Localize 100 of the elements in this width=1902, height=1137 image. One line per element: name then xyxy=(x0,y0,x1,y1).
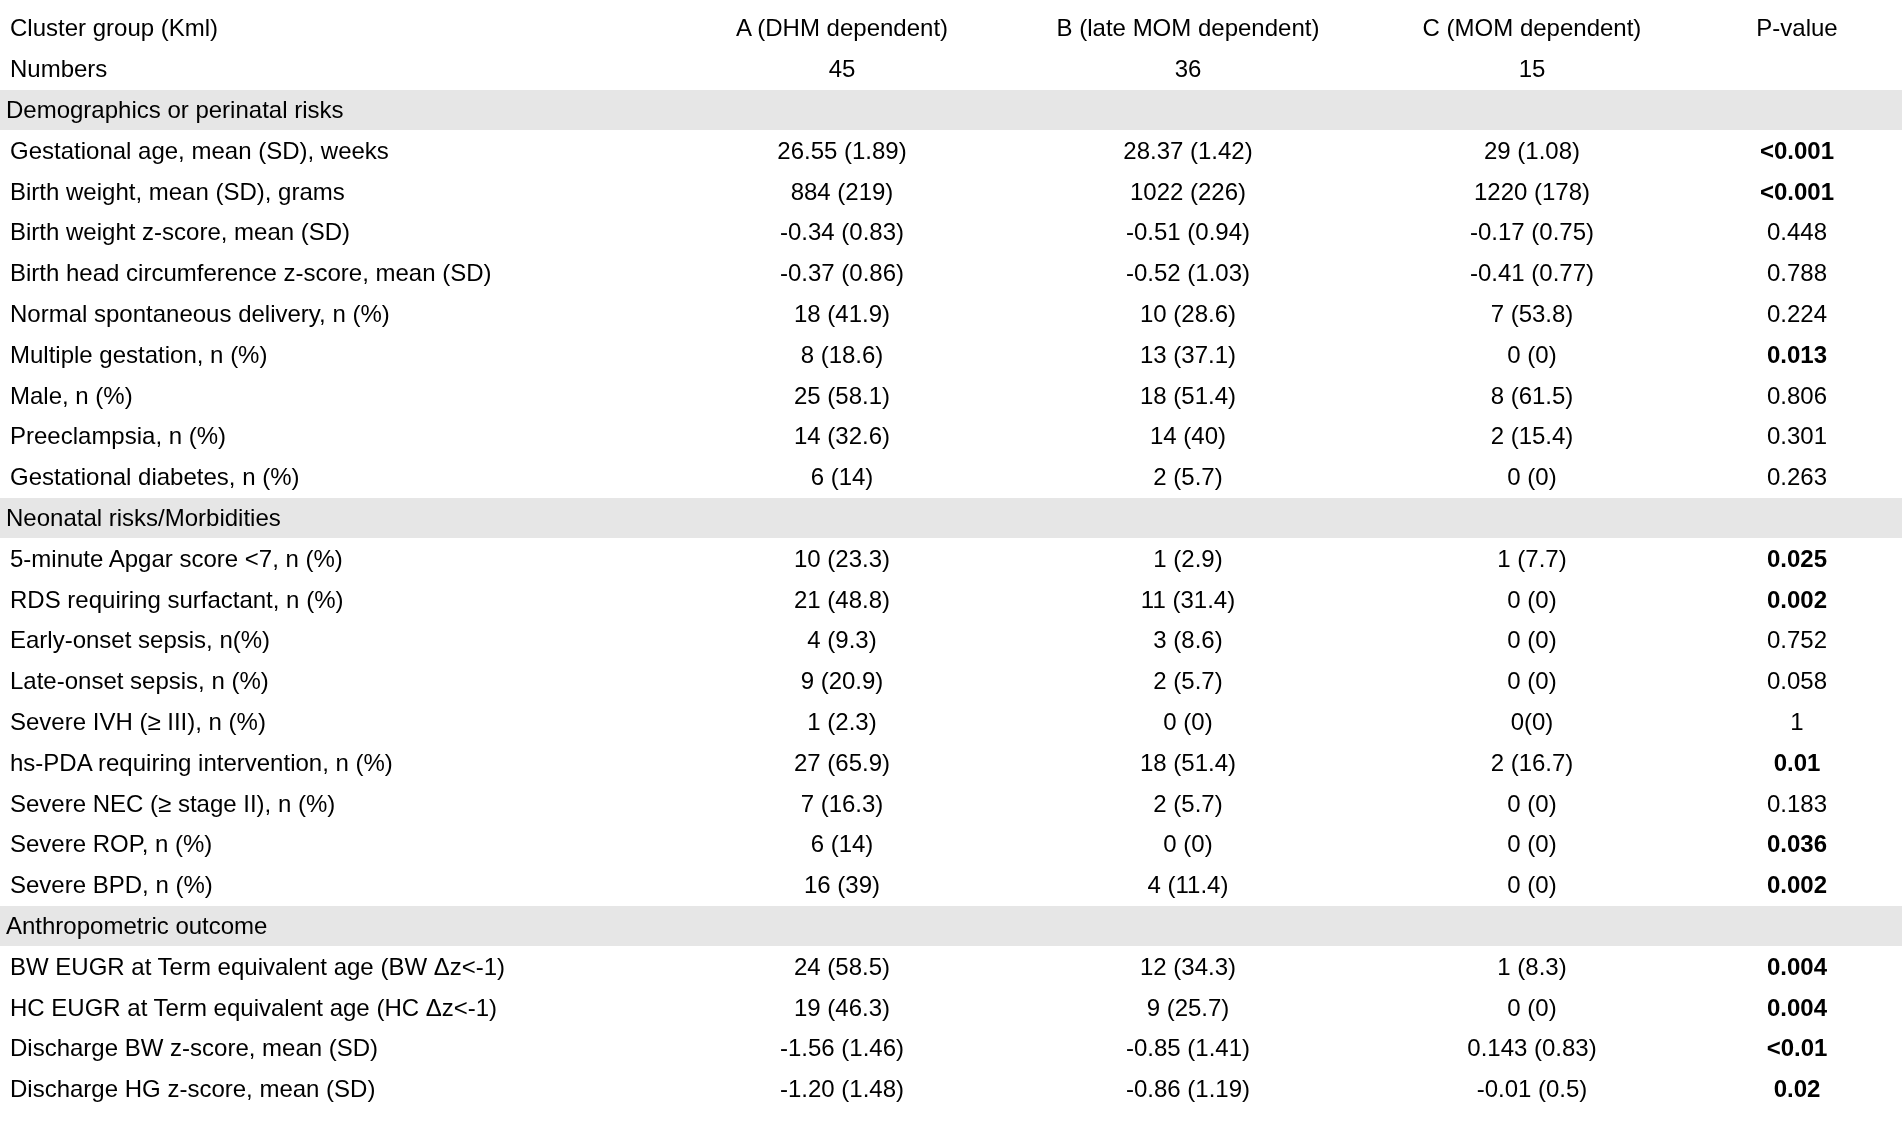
value-text: 6 (14) xyxy=(810,830,874,858)
row-label: Late-onset sepsis, n (%) xyxy=(10,667,269,695)
value-text: 25 (58.1) xyxy=(793,381,891,409)
value-text: 19 (46.3) xyxy=(793,993,891,1021)
p-value: 0.036 xyxy=(1766,830,1828,858)
section-heading: Neonatal risks/Morbidities xyxy=(0,497,1902,539)
value-text: 0 (0) xyxy=(1507,463,1557,491)
column-header: C (MOM dependent) xyxy=(1422,14,1642,42)
row-label: Gestational age, mean (SD), weeks xyxy=(10,136,389,164)
row-label: RDS requiring surfactant, n (%) xyxy=(10,585,344,613)
value-text: 0 (0) xyxy=(1507,667,1557,695)
row-label: Severe IVH (≥ III), n (%) xyxy=(10,707,266,735)
value-text: 1220 (178) xyxy=(1473,177,1591,205)
value-text: 29 (1.08) xyxy=(1483,136,1581,164)
value-text: 0 (0) xyxy=(1507,585,1557,613)
value-text: -1.56 (1.46) xyxy=(779,1034,905,1062)
row-label: Male, n (%) xyxy=(10,381,133,409)
value-text: 884 (219) xyxy=(790,177,894,205)
value-text: 2 (15.4) xyxy=(1490,422,1574,450)
row-header-label: Cluster group (Kml) xyxy=(10,14,219,42)
value-text: 1 (2.9) xyxy=(1153,544,1223,572)
count-value: 15 xyxy=(1518,55,1546,83)
row-label: Birth weight z-score, mean (SD) xyxy=(10,218,351,246)
value-text: 0(0) xyxy=(1510,707,1554,735)
value-text: -0.37 (0.86) xyxy=(779,259,905,287)
row-label: Gestational diabetes, n (%) xyxy=(10,463,300,491)
value-text: -0.86 (1.19) xyxy=(1125,1075,1251,1103)
row-label: Severe BPD, n (%) xyxy=(10,871,213,899)
row-label: 5-minute Apgar score <7, n (%) xyxy=(10,544,343,572)
section-heading: Demographics or perinatal risks xyxy=(0,89,1902,131)
value-text: 26.55 (1.89) xyxy=(777,136,907,164)
p-value: 0.263 xyxy=(1766,463,1828,491)
row-label: Early-onset sepsis, n(%) xyxy=(10,626,271,654)
value-text: 28.37 (1.42) xyxy=(1123,136,1253,164)
p-value: 0.025 xyxy=(1766,544,1828,572)
value-text: 1022 (226) xyxy=(1129,177,1247,205)
p-value: 0.01 xyxy=(1773,748,1821,776)
p-value: 0.02 xyxy=(1773,1075,1821,1103)
value-text: -0.51 (0.94) xyxy=(1125,218,1251,246)
p-value: <0.01 xyxy=(1766,1034,1828,1062)
value-text: 2 (5.7) xyxy=(1153,667,1223,695)
value-text: 1 (7.7) xyxy=(1497,544,1567,572)
value-text: 2 (5.7) xyxy=(1153,463,1223,491)
p-value: 0.058 xyxy=(1766,667,1828,695)
value-text: -0.52 (1.03) xyxy=(1125,259,1251,287)
value-text: 1 (2.3) xyxy=(807,707,877,735)
value-text: 6 (14) xyxy=(810,463,874,491)
p-value: 0.806 xyxy=(1766,381,1828,409)
value-text: 0 (0) xyxy=(1163,707,1213,735)
value-text: 12 (34.3) xyxy=(1139,952,1237,980)
value-text: 8 (18.6) xyxy=(800,340,884,368)
column-header: P-value xyxy=(1756,14,1838,42)
value-text: 4 (9.3) xyxy=(807,626,877,654)
row-label: Preeclampsia, n (%) xyxy=(10,422,227,450)
value-text: 9 (20.9) xyxy=(800,667,884,695)
row-label: BW EUGR at Term equivalent age (BW Δz<-1) xyxy=(10,952,506,980)
value-text: -0.01 (0.5) xyxy=(1476,1075,1588,1103)
p-value: 0.013 xyxy=(1766,340,1828,368)
count-value: 36 xyxy=(1174,55,1202,83)
row-label: Birth head circumference z-score, mean (SD) xyxy=(10,259,492,287)
row-label: Discharge HG z-score, mean (SD) xyxy=(10,1075,376,1103)
row-label: Numbers xyxy=(10,55,108,83)
value-text: 14 (40) xyxy=(1149,422,1226,450)
value-text: 7 (53.8) xyxy=(1490,299,1574,327)
p-value: 0.004 xyxy=(1766,993,1828,1021)
row-label: Discharge BW z-score, mean (SD) xyxy=(10,1034,379,1062)
count-value: 45 xyxy=(828,55,856,83)
value-text: 8 (61.5) xyxy=(1490,381,1574,409)
value-text: 24 (58.5) xyxy=(793,952,891,980)
value-text: 0.143 (0.83) xyxy=(1467,1034,1597,1062)
value-text: 0 (0) xyxy=(1507,830,1557,858)
row-label: hs-PDA requiring intervention, n (%) xyxy=(10,748,393,776)
p-value: 1 xyxy=(1790,707,1804,735)
p-value: 0.752 xyxy=(1766,626,1828,654)
p-value: <0.001 xyxy=(1759,136,1835,164)
value-text: -1.20 (1.48) xyxy=(779,1075,905,1103)
section-heading: Anthropometric outcome xyxy=(0,905,1902,947)
value-text: 18 (51.4) xyxy=(1139,381,1237,409)
p-value: 0.183 xyxy=(1766,789,1828,817)
value-text: 1 (8.3) xyxy=(1497,952,1567,980)
value-text: 0 (0) xyxy=(1507,340,1557,368)
p-value: <0.001 xyxy=(1759,177,1835,205)
value-text: 27 (65.9) xyxy=(793,748,891,776)
row-label: Severe NEC (≥ stage II), n (%) xyxy=(10,789,336,817)
value-text: -0.41 (0.77) xyxy=(1469,259,1595,287)
value-text: 0 (0) xyxy=(1507,626,1557,654)
p-value: 0.002 xyxy=(1766,585,1828,613)
row-label: Normal spontaneous delivery, n (%) xyxy=(10,299,390,327)
value-text: 21 (48.8) xyxy=(793,585,891,613)
p-value: 0.448 xyxy=(1766,218,1828,246)
value-text: -0.34 (0.83) xyxy=(779,218,905,246)
value-text: 18 (41.9) xyxy=(793,299,891,327)
value-text: -0.85 (1.41) xyxy=(1125,1034,1251,1062)
value-text: 3 (8.6) xyxy=(1153,626,1223,654)
row-label: Severe ROP, n (%) xyxy=(10,830,213,858)
value-text: 14 (32.6) xyxy=(793,422,891,450)
value-text: 18 (51.4) xyxy=(1139,748,1237,776)
value-text: 2 (5.7) xyxy=(1153,789,1223,817)
value-text: 7 (16.3) xyxy=(800,789,884,817)
value-text: 10 (23.3) xyxy=(793,544,891,572)
